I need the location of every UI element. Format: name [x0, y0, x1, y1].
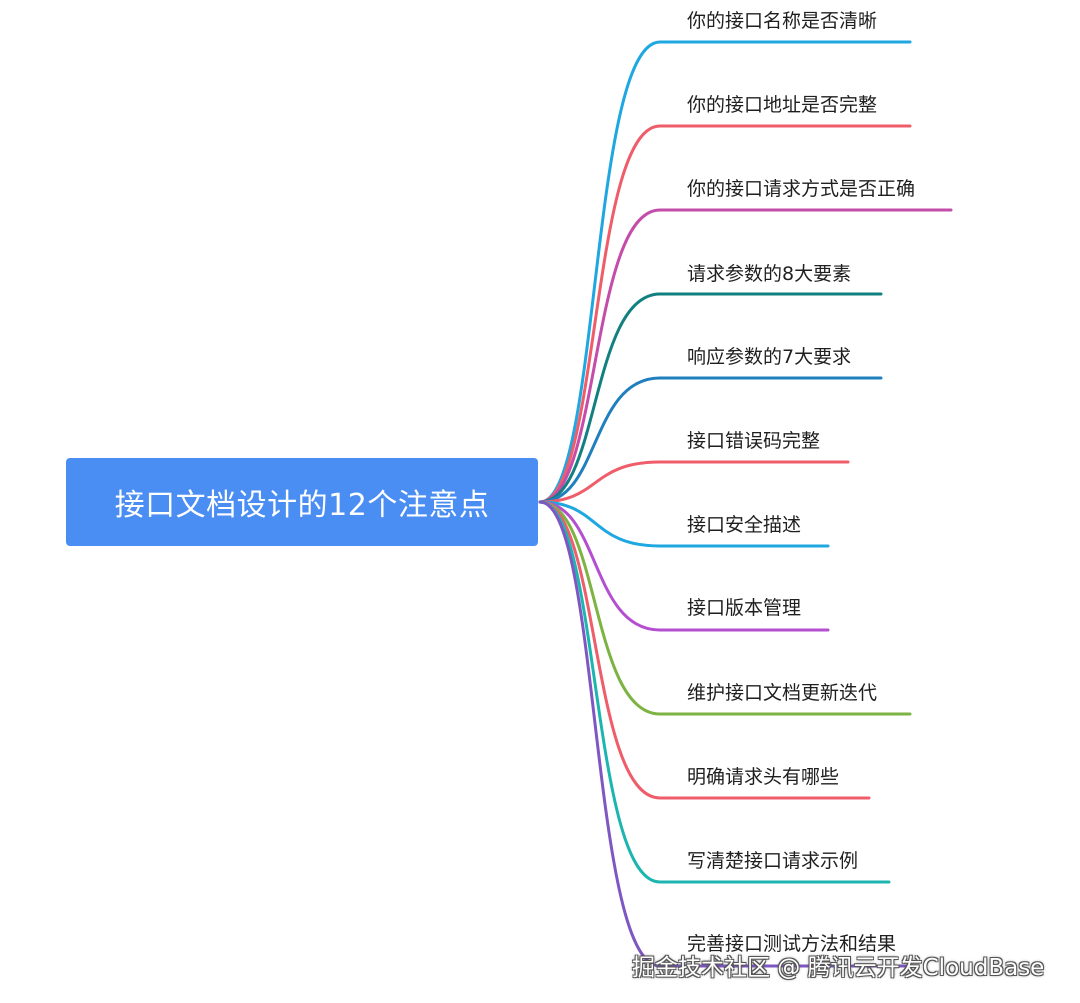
branch-connector-10	[538, 500, 871, 800]
branch-label-2[interactable]: 你的接口地址是否完整	[687, 94, 878, 116]
branch-connector-5	[538, 376, 883, 504]
branch-label-7[interactable]: 接口安全描述	[687, 514, 802, 536]
branch-connector-1	[538, 40, 912, 504]
branch-connector-4	[538, 292, 883, 504]
branch-label-8[interactable]: 接口版本管理	[687, 597, 802, 619]
branch-connector-8	[538, 500, 830, 632]
branch-connector-2	[538, 124, 912, 504]
branch-label-6[interactable]: 接口错误码完整	[687, 430, 821, 452]
branch-connector-6	[538, 460, 850, 504]
branch-connector-3	[538, 208, 953, 504]
branch-label-12[interactable]: 完善接口测试方法和结果	[687, 933, 897, 955]
branch-connector-11	[538, 500, 891, 884]
watermark: 掘金技术社区 @ 腾讯云开发CloudBase	[632, 955, 1045, 981]
branch-label-9[interactable]: 维护接口文档更新迭代	[687, 682, 878, 704]
branch-label-11[interactable]: 写清楚接口请求示例	[687, 850, 859, 872]
branch-label-5[interactable]: 响应参数的7大要求	[687, 346, 852, 368]
branch-connector-7	[538, 500, 830, 548]
root-node[interactable]: 接口文档设计的12个注意点	[66, 458, 538, 546]
branch-label-3[interactable]: 你的接口请求方式是否正确	[687, 178, 916, 200]
branch-label-1[interactable]: 你的接口名称是否清晰	[687, 10, 878, 32]
branch-label-10[interactable]: 明确请求头有哪些	[687, 766, 840, 788]
root-node-label: 接口文档设计的12个注意点	[114, 488, 490, 523]
branch-label-4[interactable]: 请求参数的8大要素	[687, 263, 852, 285]
branch-connector-9	[538, 500, 912, 716]
branch-connector-12	[538, 500, 911, 968]
